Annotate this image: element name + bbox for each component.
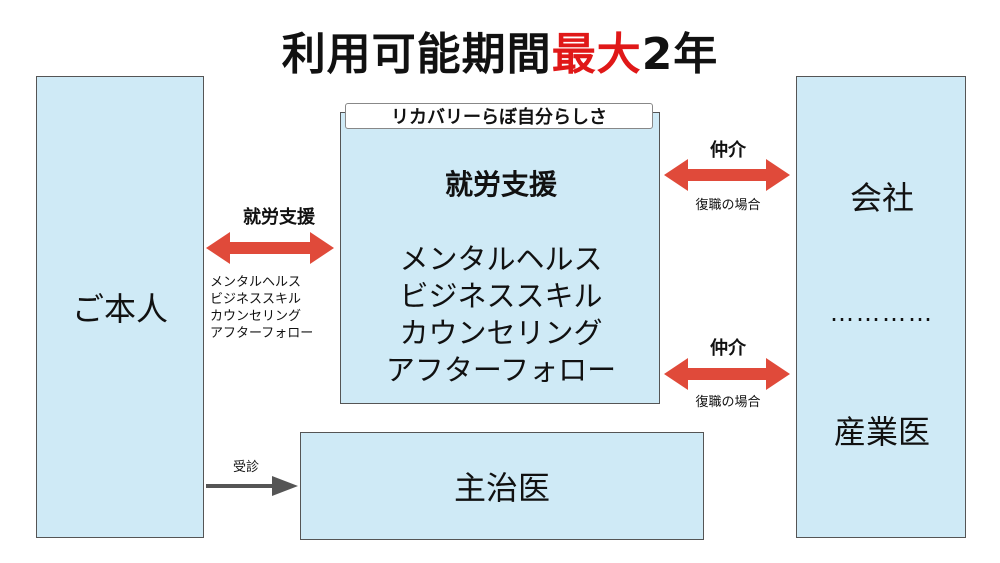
title-suffix: 2年	[641, 29, 719, 80]
mediation-bottom-note: 復職の場合	[695, 395, 761, 410]
support-item: アフターフォロー	[210, 326, 314, 341]
dots-separator: …………	[830, 299, 934, 327]
mediation-bottom-label: 仲介	[710, 338, 746, 359]
center-item: カウンセリング	[399, 316, 603, 350]
title-main: 利用可能期間	[281, 29, 552, 80]
doctor-box: 主治医	[300, 432, 704, 540]
visit-arrow-label: 受診	[232, 460, 259, 475]
visit-arrow-head	[272, 476, 298, 496]
center-item: メンタルヘルス	[399, 242, 603, 276]
center-header-badge: リカバリーらぼ自分らしさ	[345, 103, 653, 129]
support-arrow-items: メンタルヘルス ビジネススキル カウンセリング アフターフォロー	[210, 274, 340, 342]
center-item: アフターフォロー	[385, 353, 617, 387]
support-double-arrow	[206, 232, 334, 264]
company-box: 会社 ………… 産業医	[796, 76, 966, 538]
mediation-top-double-arrow	[664, 159, 790, 191]
mediation-top-label: 仲介	[710, 140, 746, 161]
support-item: ビジネススキル	[210, 292, 302, 307]
support-item: カウンセリング	[210, 309, 302, 324]
mediation-bottom-double-arrow	[664, 358, 790, 390]
center-items: メンタルヘルス ビジネススキル カウンセリング アフターフォロー	[341, 241, 661, 389]
doctor-label: 主治医	[453, 469, 550, 507]
mediation-top-note: 復職の場合	[695, 198, 761, 213]
center-box: 就労支援 メンタルヘルス ビジネススキル カウンセリング アフターフォロー	[340, 112, 660, 404]
support-item: メンタルヘルス	[210, 275, 302, 290]
center-title: 就労支援	[444, 168, 557, 201]
person-box: ご本人	[36, 76, 204, 538]
company-label: 会社	[849, 179, 914, 217]
person-label: ご本人	[71, 290, 168, 328]
industrial-doctor-label: 産業医	[833, 413, 930, 451]
title-highlight: 最大	[551, 29, 642, 80]
page-title: 利用可能期間最大2年	[0, 18, 1000, 82]
center-item: ビジネススキル	[399, 279, 603, 313]
support-arrow-label: 就労支援	[243, 207, 315, 228]
